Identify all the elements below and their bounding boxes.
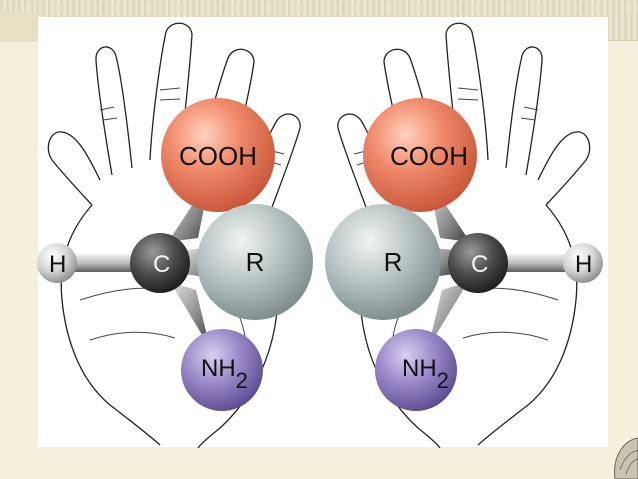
left-cooh-sphere <box>161 98 275 212</box>
left-cooh-label: COOH <box>179 141 257 171</box>
right-h-bond <box>486 254 578 272</box>
figure-panel <box>38 17 608 447</box>
left-molecule: COOH NH2 C R H <box>37 98 313 411</box>
right-molecule: COOH NH2 C R H <box>325 98 603 411</box>
right-r-label: R <box>384 247 403 277</box>
right-nh2-sphere <box>375 329 457 411</box>
right-carbon-sphere <box>448 233 508 293</box>
left-carbon-sphere <box>130 233 190 293</box>
left-wedge-nh2 <box>170 282 210 348</box>
right-wedge-nh2 <box>428 282 468 348</box>
left-h-sphere <box>37 243 77 283</box>
left-h-label: H <box>49 251 66 278</box>
left-r-sphere <box>197 204 313 320</box>
right-cooh-sphere <box>363 98 477 212</box>
left-nh2-label: NH2 <box>201 355 248 393</box>
right-cooh-label: COOH <box>390 141 468 171</box>
right-r-sphere <box>325 204 441 320</box>
right-carbon-label: C <box>471 251 488 278</box>
right-h-label: H <box>575 251 592 278</box>
shell-ornament <box>614 437 638 479</box>
slide-side-block <box>0 12 40 42</box>
left-h-bond <box>60 254 152 272</box>
left-nh2-sphere <box>181 329 263 411</box>
left-carbon-label: C <box>153 251 170 278</box>
right-h-sphere <box>563 243 603 283</box>
right-nh2-label: NH2 <box>402 355 449 393</box>
left-r-label: R <box>246 247 265 277</box>
